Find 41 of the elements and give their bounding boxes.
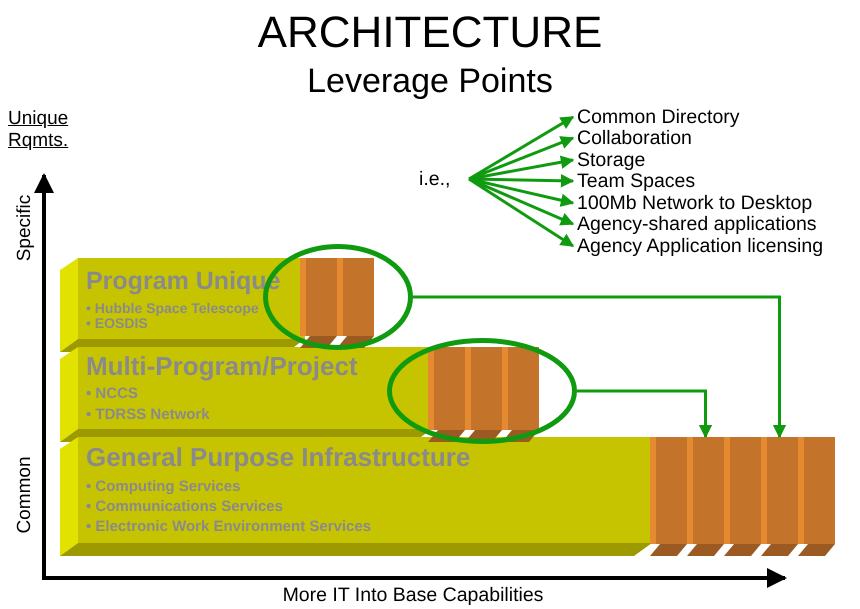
- axis-label: More IT Into Base Capabilities: [282, 584, 544, 606]
- arrow: [468, 178, 574, 248]
- list-text: Storage: [577, 149, 667, 171]
- arrow: [413, 296, 786, 438]
- arrow: [577, 390, 712, 438]
- arrow: [468, 136, 574, 180]
- bullet-item: • Hubble Space Telescope: [86, 300, 259, 316]
- bullet-item: • Computing Services: [86, 478, 240, 495]
- bullet-item: • Communications Services: [86, 498, 283, 515]
- layer-heading: Multi-Program/Project: [86, 352, 358, 380]
- arrow: [468, 178, 574, 207]
- capability-block: [428, 347, 465, 442]
- subtitle: Leverage Points: [306, 62, 554, 102]
- bullet-item: • TDRSS Network: [86, 406, 210, 423]
- arrow: [468, 156, 574, 180]
- capability-block: [300, 258, 337, 348]
- list-text: Collaboration: [577, 127, 717, 149]
- capability-block: [502, 347, 539, 442]
- list-text: Common Directory: [577, 106, 777, 128]
- list-text: Team Spaces: [577, 170, 707, 192]
- bullet-item: • EOSDIS: [86, 315, 148, 331]
- capability-block: [687, 437, 724, 556]
- capability-block: [798, 437, 835, 556]
- list-text: 100Mb Network to Desktop: [577, 192, 822, 214]
- list-text: Agency Application licensing: [577, 235, 852, 257]
- capability-block: [465, 347, 502, 442]
- arrow: [468, 178, 574, 226]
- capability-block: [337, 258, 374, 348]
- bullet-item: • Electronic Work Environment Services: [86, 518, 372, 535]
- capability-block: [650, 437, 687, 556]
- axis-title: Unique Rqmts.: [8, 108, 70, 152]
- capability-block: [761, 437, 798, 556]
- list-text: i.e.,: [419, 168, 463, 190]
- title: ARCHITECTURE: [256, 8, 604, 58]
- bullet-item: • NCCS: [86, 385, 138, 402]
- axis-label: Specific: [14, 194, 36, 262]
- capability-block: [724, 437, 761, 556]
- axis-label: Common: [14, 456, 36, 534]
- list-text: Agency-shared applications: [577, 213, 839, 235]
- arrow: [468, 116, 574, 180]
- layer-heading: General Purpose Infrastructure: [86, 443, 470, 471]
